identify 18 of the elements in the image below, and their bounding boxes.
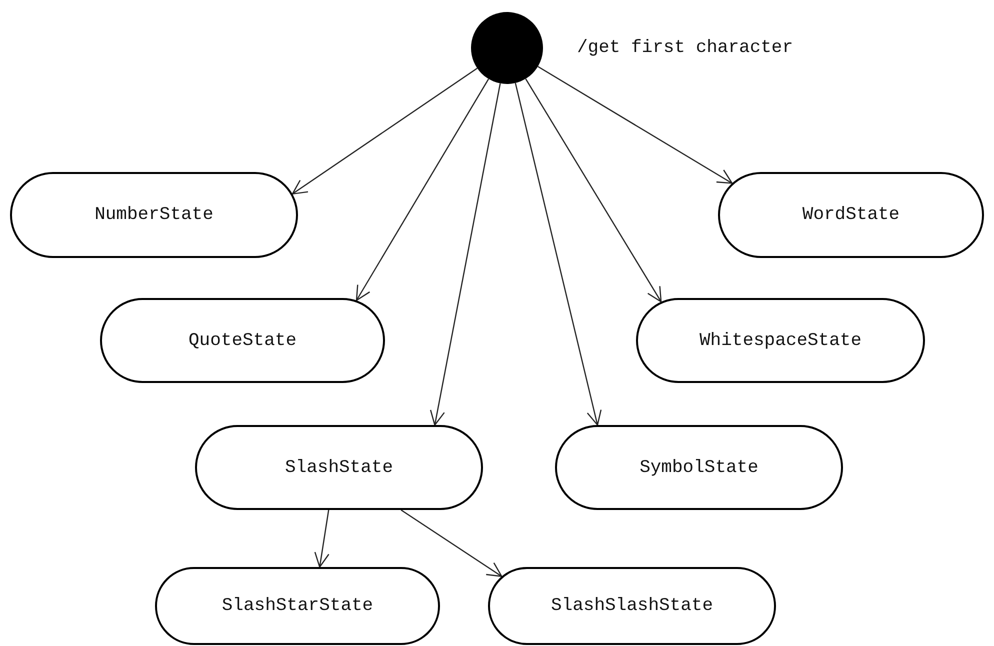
transition-arrow bbox=[356, 78, 490, 301]
transition-arrow bbox=[430, 83, 501, 426]
state-name: NumberState bbox=[94, 205, 214, 225]
action-label: /get first character bbox=[577, 38, 794, 58]
transition-arrow bbox=[400, 510, 502, 577]
transition-arrow bbox=[514, 82, 602, 426]
state-name: SlashState bbox=[284, 458, 394, 478]
state-name: QuoteState bbox=[188, 330, 297, 350]
state-name: WordState bbox=[802, 205, 900, 225]
transition-arrow bbox=[314, 510, 330, 568]
state-name: SlashSlashState bbox=[550, 596, 714, 616]
state-name: SlashStarState bbox=[222, 596, 374, 616]
state-name: WhitespaceState bbox=[699, 330, 862, 350]
state-box bbox=[10, 172, 298, 258]
state-name: SymbolState bbox=[640, 458, 758, 478]
transition-arrow bbox=[292, 68, 478, 194]
transition-arrow bbox=[525, 78, 662, 302]
transition-arrow bbox=[538, 66, 733, 184]
